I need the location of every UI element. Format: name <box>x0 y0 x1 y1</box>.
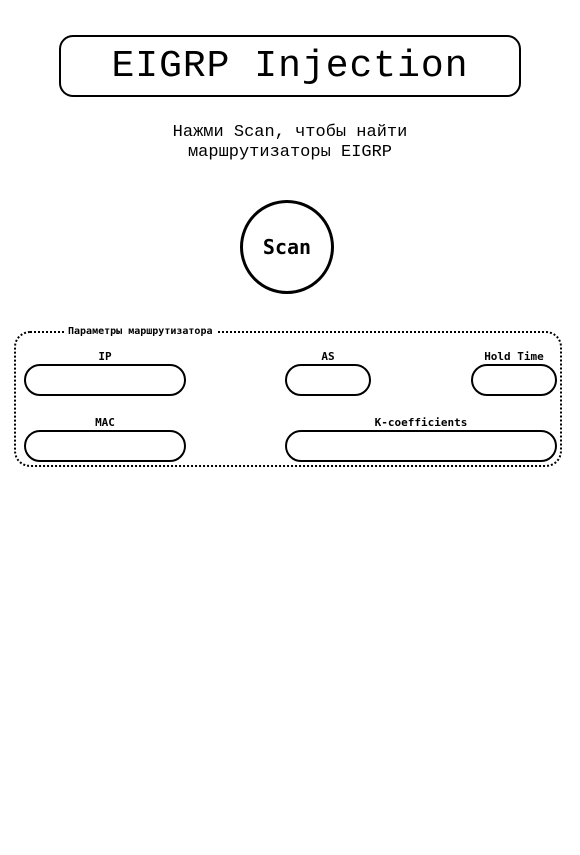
ip-input[interactable] <box>24 364 186 396</box>
mac-label: MAC <box>95 416 115 429</box>
scan-hint: Нажми Scan, чтобы найти маршрутизаторы E… <box>0 123 580 163</box>
scan-hint-line-1: Нажми Scan, чтобы найти <box>172 123 408 142</box>
scan-hint-line-2: маршрутизаторы EIGRP <box>187 143 393 162</box>
as-label: AS <box>321 350 335 363</box>
title-box: EIGRP Injection <box>59 35 521 97</box>
router-params-legend: Параметры маршрутизатора <box>64 325 217 339</box>
mac-input[interactable] <box>24 430 186 462</box>
k-coefficients-input[interactable] <box>285 430 557 462</box>
k-coefficients-label: K-coefficients <box>374 416 468 429</box>
hold-time-input[interactable] <box>471 364 557 396</box>
ip-label: IP <box>98 350 112 363</box>
router-params-panel: Параметры маршрутизатора IP AS Hold Time… <box>14 325 562 467</box>
scan-button[interactable]: Scan <box>240 200 334 294</box>
as-input[interactable] <box>285 364 371 396</box>
hold-time-label: Hold Time <box>484 350 544 363</box>
page-title: EIGRP Injection <box>111 44 469 88</box>
